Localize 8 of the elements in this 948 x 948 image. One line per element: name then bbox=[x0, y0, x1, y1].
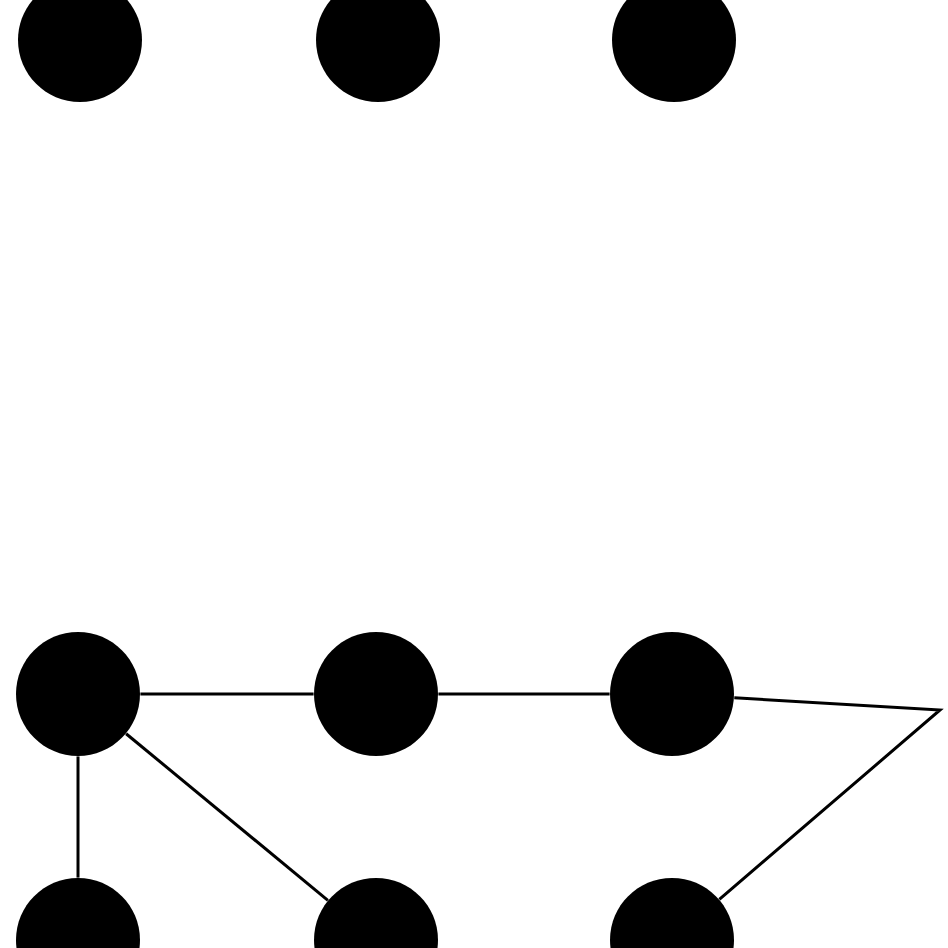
connector-line bbox=[718, 696, 944, 901]
connector-line bbox=[140, 692, 314, 696]
connector-line bbox=[438, 692, 610, 696]
dot bbox=[314, 632, 438, 756]
dot bbox=[610, 632, 734, 756]
connector-line bbox=[76, 756, 80, 878]
connector-line bbox=[125, 732, 329, 902]
dot bbox=[16, 632, 140, 756]
